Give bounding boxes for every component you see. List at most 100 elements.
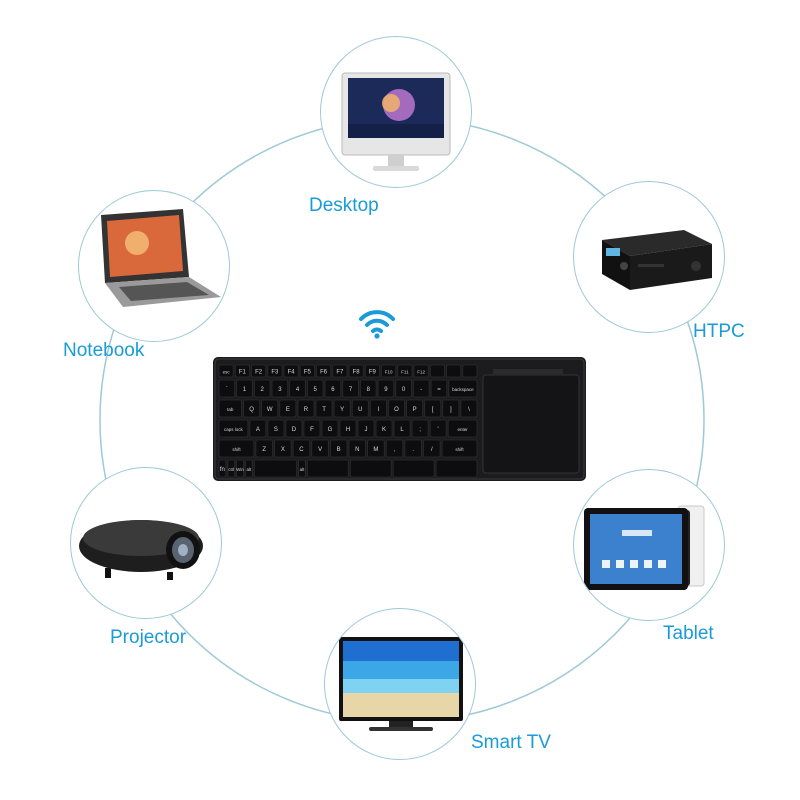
keyboard-key <box>367 439 385 458</box>
keyboard-key-label: Y <box>340 407 344 413</box>
keyboard-key-label: F3 <box>271 370 279 376</box>
keyboard-key-label: esc <box>223 370 231 375</box>
keyboard-key <box>329 439 348 458</box>
keyboard-key <box>236 379 253 398</box>
keyboard-key <box>395 379 412 398</box>
keyboard-key-label: backspace <box>452 387 474 392</box>
tablet-bubble <box>573 469 725 621</box>
projector-label: Projector <box>110 627 187 648</box>
keyboard-key-label: F <box>310 427 314 433</box>
keyboard-key-label: , <box>394 447 396 453</box>
keyboard-key-label: 4 <box>296 387 300 393</box>
keyboard-key <box>255 439 273 458</box>
keyboard-key-label: F4 <box>288 370 296 376</box>
smart-tv-bubble <box>324 608 476 760</box>
keyboard-key-label: ] <box>450 407 452 413</box>
keyboard-key <box>377 379 395 398</box>
keyboard-key <box>351 399 369 418</box>
keyboard-key-label: N <box>355 447 359 453</box>
keyboard-key-label: F11 <box>401 370 409 375</box>
keyboard-key-label: fn <box>220 467 225 473</box>
keyboard-key-label: / <box>431 447 433 453</box>
desktop-label: Desktop <box>309 195 379 216</box>
wifi-icon <box>359 310 395 339</box>
keyboard-key-label: shift <box>455 447 464 452</box>
keyboard-key <box>446 364 462 378</box>
keyboard-key <box>249 419 267 438</box>
keyboard-key <box>311 439 329 458</box>
keyboard-key <box>349 459 392 478</box>
keyboard-key <box>424 399 442 418</box>
keyboard-key <box>413 364 429 378</box>
keyboard-key-label: 5 <box>314 387 318 393</box>
keyboard-key <box>441 439 478 458</box>
keyboard-key <box>397 364 413 378</box>
keyboard-key <box>375 419 393 438</box>
tablet-label: Tablet <box>663 623 714 644</box>
keyboard-key-label: W <box>267 407 273 413</box>
keyboard-key-label: ; <box>419 427 421 433</box>
keyboard-key <box>430 379 448 398</box>
keyboard-key <box>413 379 430 398</box>
touchpad <box>482 374 580 474</box>
keyboard-key <box>267 364 283 378</box>
keyboard-key-label: 6 <box>331 387 335 393</box>
keyboard-key <box>297 399 315 418</box>
keyboard-key-label: shift <box>232 447 241 452</box>
keyboard-key <box>316 364 332 378</box>
keyboard-key-label: F5 <box>304 370 312 376</box>
keyboard-key-label: U <box>358 407 362 413</box>
keyboard-key-label: ctrl <box>228 467 234 472</box>
keyboard-key-label: P <box>413 407 417 413</box>
keyboard-key-label: alt <box>246 467 252 472</box>
keyboard-key <box>348 439 367 458</box>
keyboard-key <box>404 439 422 458</box>
keyboard-key <box>218 439 255 458</box>
keyboard-key <box>339 419 357 438</box>
keyboard-key-label: C <box>299 447 304 453</box>
keyboard-key <box>360 379 377 398</box>
desktop-bubble <box>320 36 472 188</box>
keyboard-key-label: Win <box>236 467 244 472</box>
notebook-label: Notebook <box>63 340 145 361</box>
keyboard-key <box>306 379 324 398</box>
keyboard-key <box>393 419 411 438</box>
keyboard-key-label: 8 <box>367 387 371 393</box>
keyboard-key-label: M <box>373 447 378 453</box>
notebook-bubble <box>78 190 230 342</box>
smart-tv-label: Smart TV <box>471 732 551 753</box>
keyboard-key-label: enter <box>457 427 468 432</box>
keyboard-key <box>298 459 306 478</box>
keyboard-key <box>279 399 297 418</box>
keyboard-key <box>324 379 342 398</box>
keyboard-key-label: = <box>437 387 441 393</box>
keyboard-key-label: B <box>337 447 341 453</box>
keyboard-key <box>274 439 292 458</box>
keyboard-key <box>429 364 445 378</box>
keyboard-key-label: F12 <box>417 370 425 375</box>
keyboard-key-label: K <box>382 427 386 433</box>
keyboard-key-label: 2 <box>261 387 265 393</box>
keyboard-key <box>342 379 359 398</box>
keyboard-key-label: . <box>412 447 414 453</box>
keyboard-key <box>411 419 429 438</box>
keyboard-key <box>283 364 299 378</box>
keyboard-key <box>261 399 279 418</box>
keyboard-key-label: T <box>322 407 326 413</box>
keyboard-key <box>447 419 478 438</box>
keyboard-key-label: I <box>378 407 380 413</box>
keyboard-key-label: 9 <box>384 387 388 393</box>
keyboard-key-label: X <box>281 447 285 453</box>
keyboard-key-label: F6 <box>320 370 328 376</box>
keyboard-key-label: 7 <box>349 387 353 393</box>
keyboard-key-label: 3 <box>278 387 282 393</box>
keyboard-key <box>364 364 380 378</box>
keyboard-key <box>303 419 321 438</box>
keyboard-key <box>236 459 244 478</box>
keyboard-key <box>332 364 348 378</box>
keyboard-key <box>285 419 303 438</box>
keyboard-key-label: S <box>274 427 278 433</box>
projector-bubble <box>70 467 222 619</box>
keyboard-key <box>234 364 250 378</box>
